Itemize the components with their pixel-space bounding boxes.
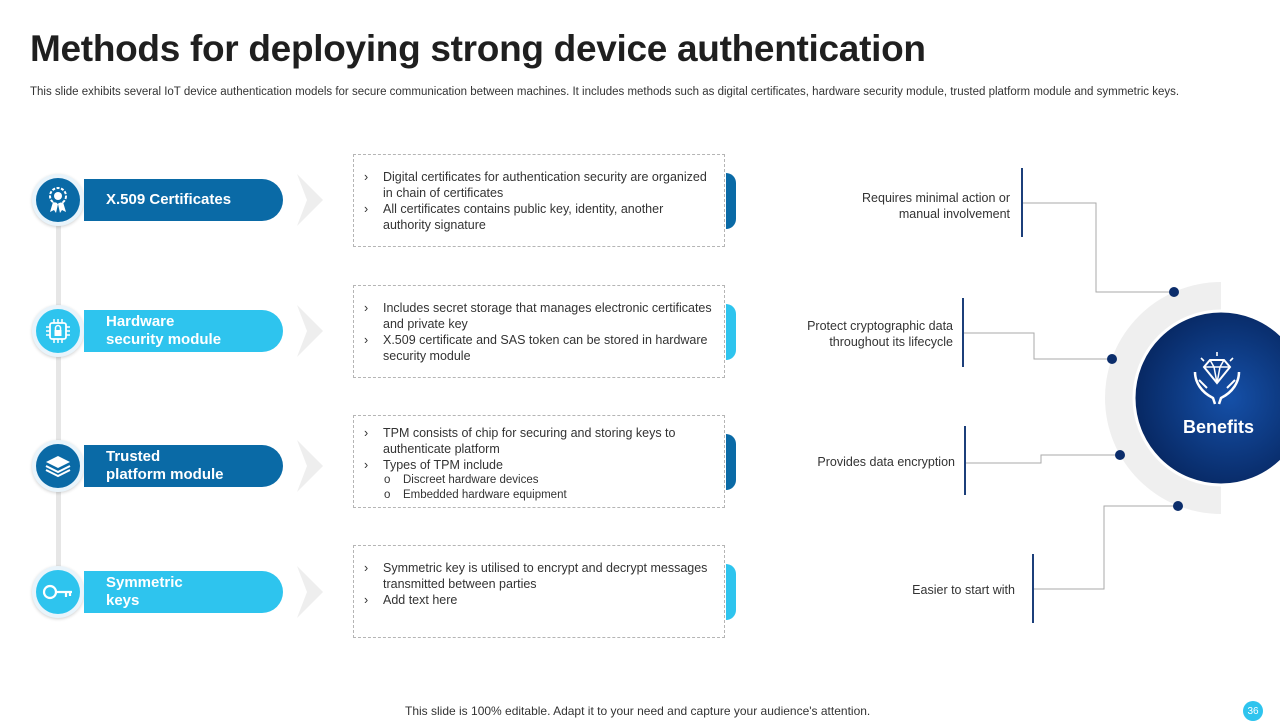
method-label-line: Symmetric xyxy=(106,574,183,591)
timeline-connector xyxy=(56,175,61,595)
method-label-line: platform module xyxy=(106,466,224,483)
box-accent-tab xyxy=(726,173,736,229)
benefit-bar xyxy=(964,426,966,495)
detail-bullet: Symmetric key is utilised to encrypt and… xyxy=(383,561,708,591)
diamond-hands-icon xyxy=(1193,352,1241,405)
page-title: Methods for deploying strong device auth… xyxy=(30,28,926,69)
page-subtitle: This slide exhibits several IoT device a… xyxy=(30,86,1180,98)
connector-dot xyxy=(1115,450,1125,460)
box-accent-tab xyxy=(726,564,736,620)
detail-bullet: X.509 certificate and SAS token can be s… xyxy=(383,333,708,363)
method-detail-box: ›Includes secret storage that manages el… xyxy=(353,285,725,378)
chevron-right-icon xyxy=(297,174,323,226)
detail-bullet: TPM consists of chip for securing and st… xyxy=(383,426,676,456)
connector-dot xyxy=(1107,354,1117,364)
benefits-label: Benefits xyxy=(1183,417,1255,437)
method-label-line: Trusted xyxy=(106,448,161,465)
benefit-bar xyxy=(1032,554,1034,623)
method-label-line: Hardware xyxy=(106,313,175,330)
benefit-item: Requires minimal action or manual involv… xyxy=(862,191,1010,221)
method-label: X.509 Certificates xyxy=(106,191,232,208)
method-detail-box: ›Symmetric key is utilised to encrypt an… xyxy=(353,545,725,638)
benefits-circle xyxy=(1132,309,1280,487)
connector-line xyxy=(966,454,1118,464)
detail-bullet: Types of TPM include xyxy=(383,458,503,472)
detail-bullet: Add text here xyxy=(383,593,458,607)
benefit-item: Easier to start with xyxy=(912,583,1015,597)
benefit-item: Protect cryptographic data throughout it… xyxy=(807,319,953,349)
connector-dot xyxy=(1169,287,1179,297)
layers-icon xyxy=(36,444,80,488)
method-icon-ring xyxy=(32,305,84,357)
connector-line xyxy=(1022,202,1172,293)
chevron-right-icon xyxy=(297,566,323,618)
method-row-hsm: Hardware security module xyxy=(0,305,740,405)
method-label-pill: Symmetric keys xyxy=(84,571,283,613)
footer-note: This slide is 100% editable. Adapt it to… xyxy=(405,704,871,718)
method-detail-box: ›Digital certificates for authentication… xyxy=(353,154,725,247)
award-ribbon-icon xyxy=(36,178,80,222)
method-row-x509: X.509 Certificates xyxy=(0,174,740,274)
method-icon-ring xyxy=(32,440,84,492)
connector-dot xyxy=(1173,501,1183,511)
detail-subbullet: Discreet hardware devices xyxy=(403,474,539,486)
detail-bullet: All certificates contains public key, id… xyxy=(383,202,664,232)
method-label-pill: Trusted platform module xyxy=(84,445,283,487)
benefit-bar xyxy=(962,298,964,367)
key-icon xyxy=(36,570,80,614)
connector-line xyxy=(964,332,1110,360)
benefit-item: Provides data encryption xyxy=(817,455,955,469)
benefit-bar xyxy=(1021,168,1023,237)
method-icon-ring xyxy=(32,566,84,618)
box-accent-tab xyxy=(726,434,736,490)
chevron-right-icon xyxy=(297,305,323,357)
method-label-line: keys xyxy=(106,592,140,609)
method-detail-box: ›TPM consists of chip for securing and s… xyxy=(353,415,725,508)
method-row-symmetric: Symmetric keys xyxy=(0,566,740,666)
method-icon-ring xyxy=(32,174,84,226)
detail-bullet: Digital certificates for authentication … xyxy=(383,170,707,200)
detail-bullet: Includes secret storage that manages ele… xyxy=(383,301,712,331)
chevron-right-icon xyxy=(297,440,323,492)
method-row-tpm: Trusted platform module xyxy=(0,440,740,540)
method-label-line: security module xyxy=(106,331,222,348)
detail-subbullet: Embedded hardware equipment xyxy=(403,488,567,501)
page-number-badge: 36 xyxy=(1243,701,1263,721)
box-accent-tab xyxy=(726,304,736,360)
connector-line xyxy=(1034,505,1177,590)
method-label-pill: X.509 Certificates xyxy=(84,179,283,221)
method-label-pill: Hardware security module xyxy=(84,310,283,352)
chip-lock-icon xyxy=(36,309,80,353)
